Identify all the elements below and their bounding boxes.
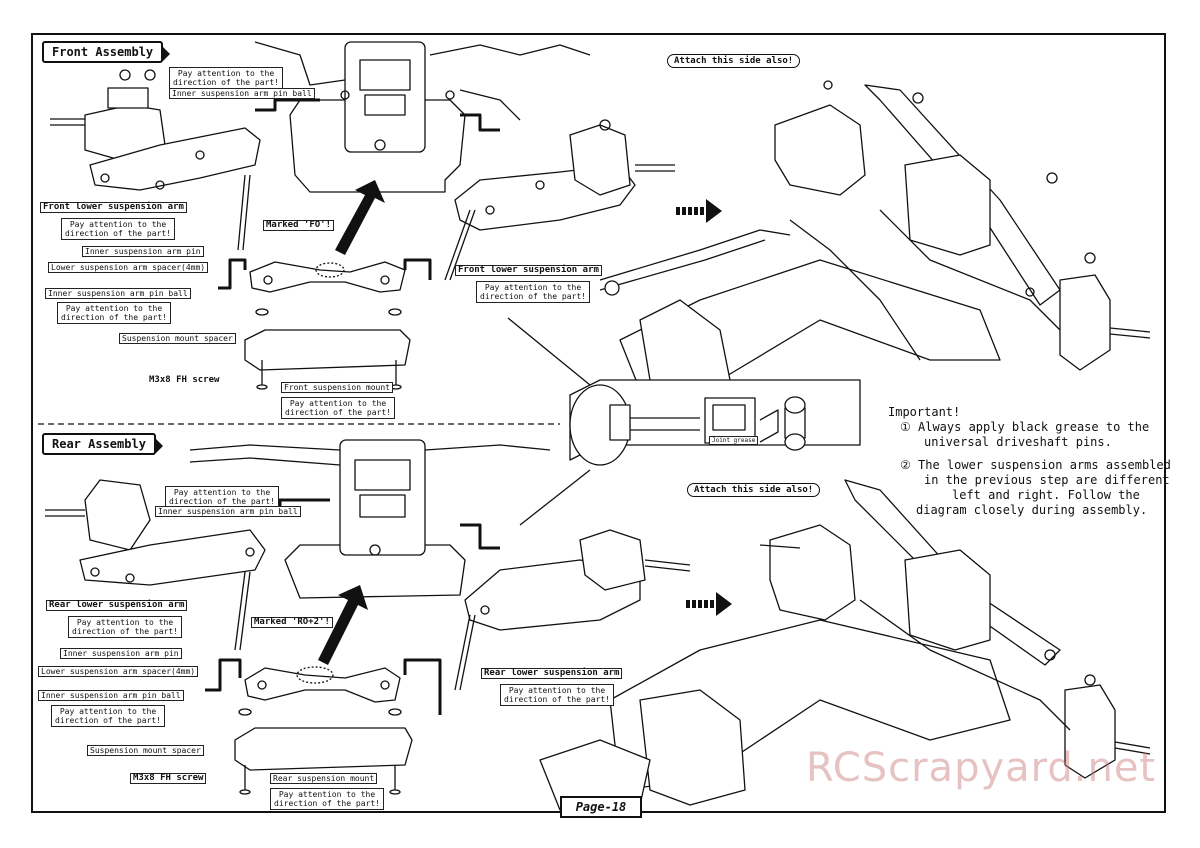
rear-marked-label: Marked 'RO+2'!	[251, 617, 333, 628]
rear-inner-pin-ball-top: Inner suspension arm pin ball	[155, 506, 301, 517]
front-mount-spacer-label: Suspension mount spacer	[119, 333, 236, 344]
rear-suspension-mount-part	[234, 666, 413, 795]
rear-spacer-label: Lower suspension arm spacer(4mm)	[38, 666, 199, 677]
front-screw-label: M3x8 FH screw	[147, 375, 222, 385]
important-item-2-l2: in the previous step are different	[924, 473, 1170, 487]
front-right-arm	[444, 119, 675, 281]
front-marked-label: Marked 'FO'!	[263, 220, 335, 231]
rear-left-arm	[45, 479, 266, 651]
joint-grease-label: Joint grease	[709, 436, 759, 445]
front-arrow	[335, 180, 385, 255]
front-lower-arm-label-left: Front lower suspension arm	[40, 202, 187, 213]
watermark: RCScrapyard.net	[806, 745, 1157, 791]
joint-detail-callout	[507, 317, 861, 526]
rear-assembly-heading: Rear Assembly	[42, 433, 163, 455]
rear-mount-label: Rear suspension mount	[270, 773, 378, 784]
rear-inner-pin-ball-label: Inner suspension arm pin ball	[38, 690, 184, 701]
rear-gearbox	[189, 439, 551, 599]
front-assembled-chassis	[599, 80, 1151, 401]
important-item-2-l3: left and right. Follow the	[952, 488, 1140, 502]
front-attach-label: Attach this side also!	[667, 54, 801, 68]
rear-assembled-chassis	[539, 479, 1151, 811]
front-inner-pin-label: Inner suspension arm pin	[82, 246, 204, 257]
rear-lower-arm-label-left: Rear lower suspension arm	[46, 600, 188, 611]
important-item-1: ① Always apply black grease to the	[900, 420, 1150, 434]
important-item-2: ② The lower suspension arms assembled	[900, 458, 1171, 472]
page-number: Page-18	[560, 796, 642, 818]
important-item-2-l4: diagram closely during assembly.	[916, 503, 1148, 517]
front-inner-pin-ball-label: Inner suspension arm pin ball	[45, 288, 191, 299]
front-suspension-mount-part	[244, 261, 411, 390]
front-lower-arm-label-right: Front lower suspension arm	[455, 265, 602, 276]
important-note: Important! ① Always apply black grease t…	[888, 405, 1171, 518]
front-assembly-heading: Front Assembly	[42, 41, 171, 63]
rear-mount-spacer-label: Suspension mount spacer	[87, 745, 204, 756]
front-gearbox	[254, 41, 591, 193]
rear-arrow	[318, 585, 368, 665]
rear-screw-label: M3x8 FH screw	[130, 773, 207, 784]
rear-step-arrow	[686, 592, 732, 616]
rear-right-arm	[454, 529, 691, 691]
front-left-arm	[50, 69, 261, 251]
front-inner-pin-ball-top: Inner suspension arm pin ball	[169, 88, 315, 99]
front-mount-label: Front suspension mount	[281, 382, 393, 393]
rear-lower-arm-label-right: Rear lower suspension arm	[481, 668, 623, 679]
front-step-arrow	[676, 199, 722, 223]
rear-attach-label: Attach this side also!	[687, 483, 821, 497]
front-spacer-label: Lower suspension arm spacer(4mm)	[48, 262, 209, 273]
important-heading: Important!	[888, 405, 961, 419]
rear-inner-pin-label: Inner suspension arm pin	[60, 648, 182, 659]
important-item-1-cont: universal driveshaft pins.	[924, 435, 1112, 449]
